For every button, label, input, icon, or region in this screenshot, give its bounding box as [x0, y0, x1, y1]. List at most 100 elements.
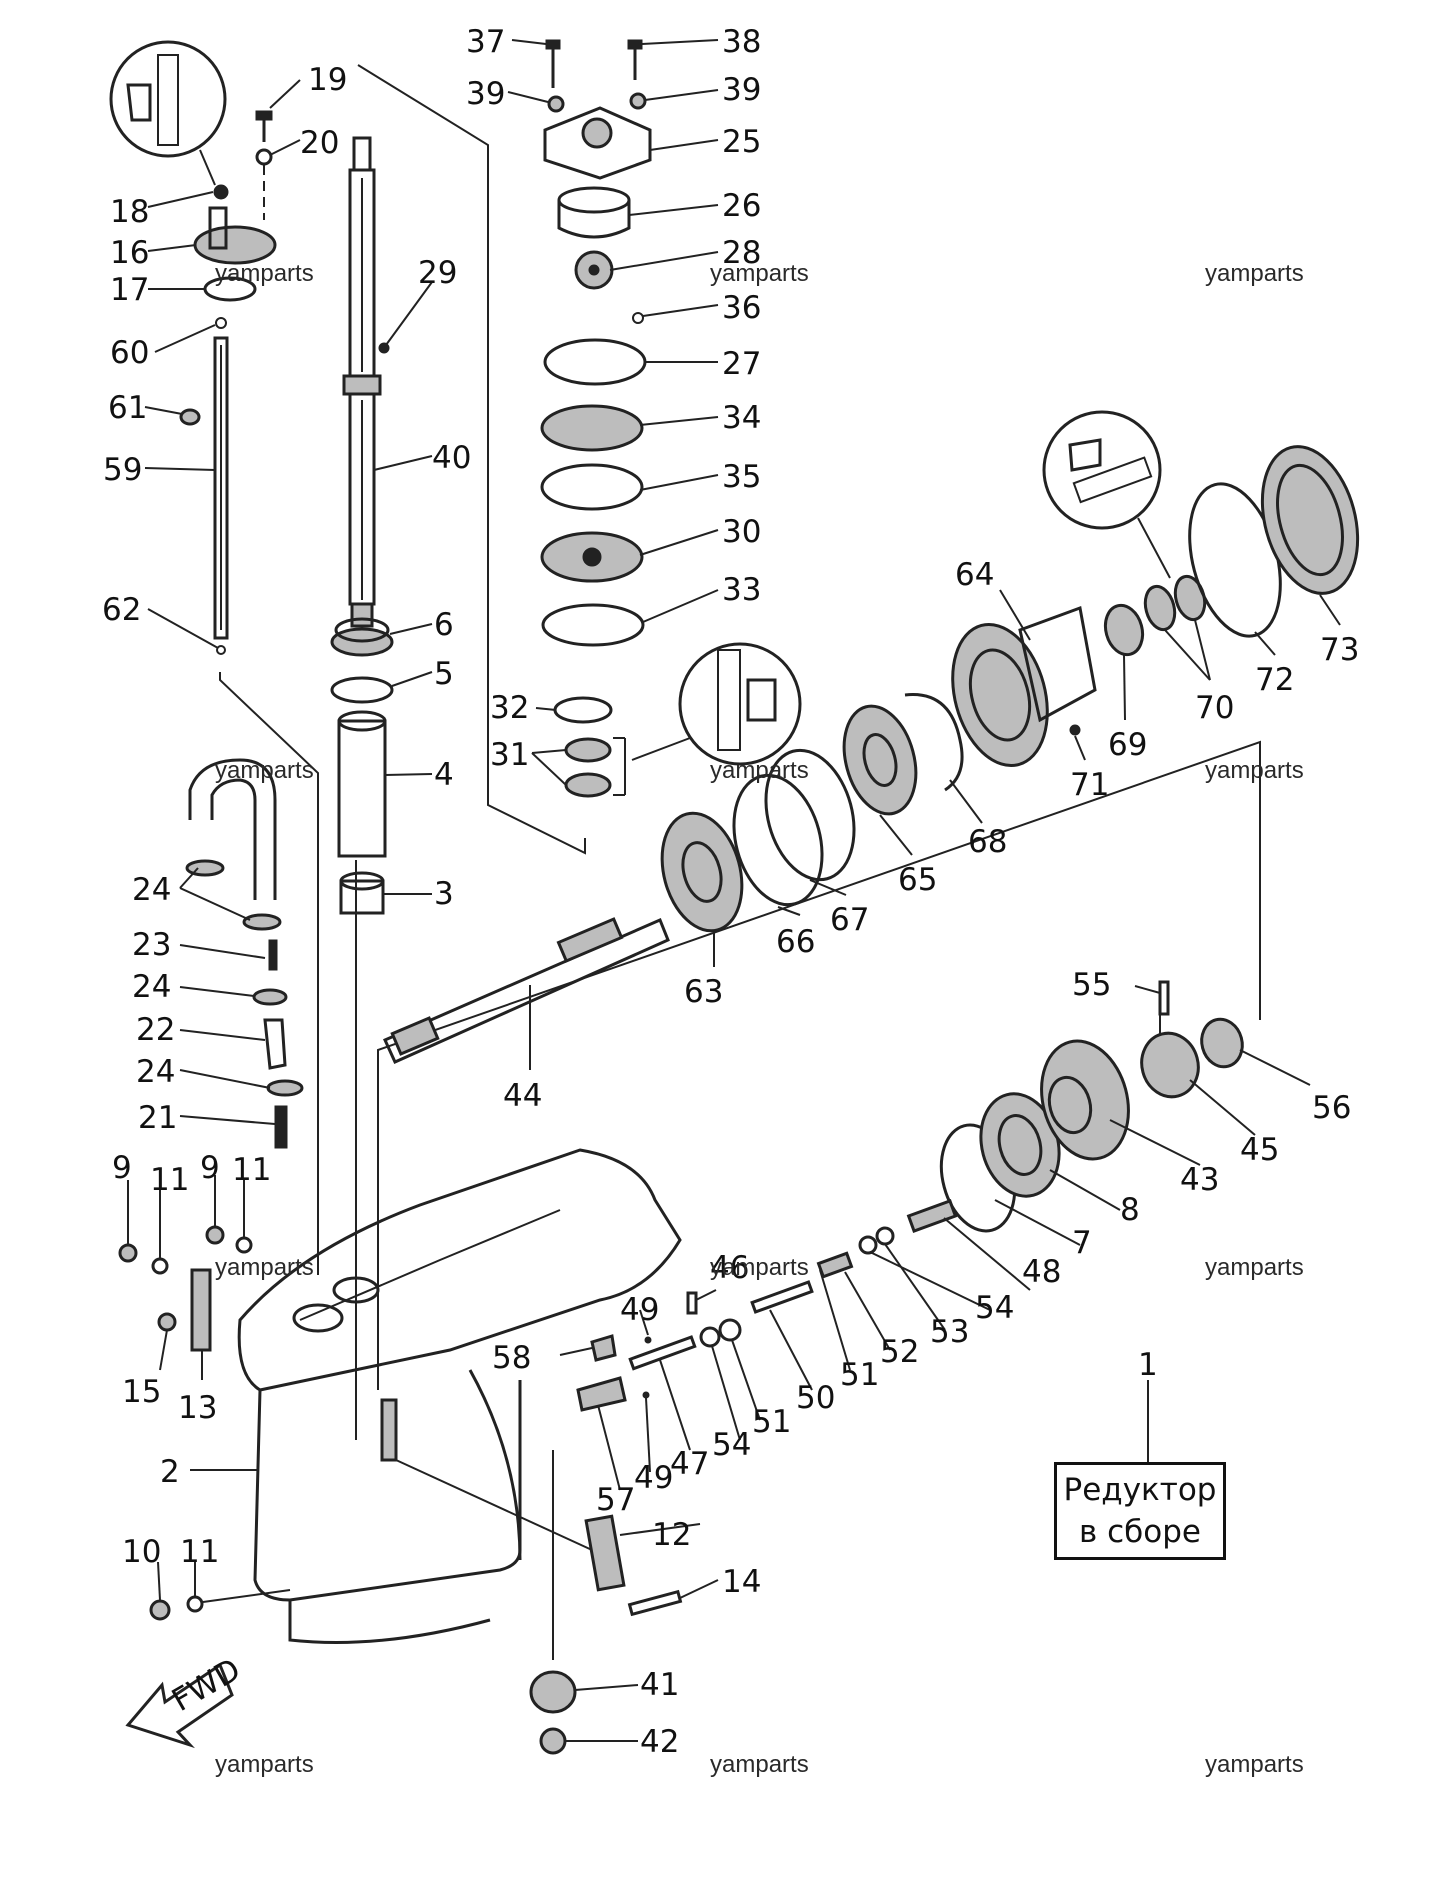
part-54-ball-b — [699, 1326, 721, 1348]
label-56: 56 — [1312, 1090, 1351, 1126]
label-15: 15 — [122, 1374, 161, 1410]
label-47: 47 — [670, 1446, 709, 1482]
part-49-pin-a — [644, 1336, 652, 1344]
part-32-oring — [553, 696, 613, 724]
part-31-seals — [564, 737, 612, 798]
part-22-grommet — [263, 1018, 287, 1070]
part-16-bracket — [193, 184, 277, 265]
watermark-5: yamparts — [710, 757, 809, 784]
part-39-washer-a — [547, 95, 565, 113]
label-24b: 24 — [132, 969, 171, 1005]
part-26-liner — [557, 186, 631, 239]
label-24a: 24 — [132, 872, 171, 908]
part-53-ball — [875, 1226, 895, 1246]
part-15-screw — [157, 1312, 177, 1332]
fwd-direction-arrow: FWD — [125, 1652, 247, 1749]
part-56-spring — [1200, 1017, 1244, 1069]
part-59-shift-rod — [213, 336, 229, 640]
part-24-clamp-b — [242, 913, 282, 931]
label-44: 44 — [503, 1078, 542, 1114]
leader-lines — [127, 39, 1341, 1742]
label-16: 16 — [110, 235, 149, 271]
part-25-pump-housing — [543, 106, 652, 180]
label-23: 23 — [132, 927, 171, 963]
label-71: 71 — [1070, 767, 1109, 803]
label-37: 37 — [466, 24, 505, 60]
watermark-1: yamparts — [215, 260, 314, 287]
label-42: 42 — [640, 1724, 679, 1760]
detail-bubble-70 — [1042, 410, 1171, 579]
part-4-sleeve — [337, 710, 387, 858]
label-58: 58 — [492, 1340, 531, 1376]
part-water-hose — [188, 758, 277, 900]
assembly-guide-lines — [219, 64, 1261, 1660]
label-28: 28 — [722, 235, 761, 271]
part-73-ring-nut — [1260, 445, 1360, 595]
part-46-pin — [686, 1291, 698, 1315]
part-71-pin — [1069, 724, 1081, 736]
label-68: 68 — [968, 824, 1007, 860]
detail-bubble-seal — [631, 642, 802, 766]
label-38: 38 — [722, 24, 761, 60]
part-29-key — [378, 342, 390, 354]
part-43-gear — [1040, 1039, 1130, 1161]
part-48-spring — [906, 1199, 958, 1233]
part-51-ball — [718, 1318, 742, 1342]
label-73: 73 — [1320, 632, 1359, 668]
part-35-gasket — [540, 463, 644, 511]
part-13-plate — [190, 1268, 212, 1352]
label-36: 36 — [722, 290, 761, 326]
part-63-gear — [660, 811, 744, 933]
label-45: 45 — [1240, 1132, 1279, 1168]
watermark-7: yamparts — [215, 1254, 314, 1281]
watermark-8: yamparts — [710, 1254, 809, 1281]
part-30-pump-case — [540, 531, 644, 583]
label-2: 2 — [160, 1454, 180, 1490]
part-37-bolt — [545, 39, 561, 88]
part-2-lower-casing — [237, 1148, 682, 1644]
part-68-circlip — [904, 693, 964, 792]
part-14-bolt — [627, 1589, 683, 1617]
label-3: 3 — [434, 876, 454, 912]
watermark-2: yamparts — [710, 260, 809, 287]
watermark-11: yamparts — [710, 1751, 809, 1778]
part-40-drive-shaft — [342, 136, 382, 628]
label-18: 18 — [110, 194, 149, 230]
label-66: 66 — [776, 924, 815, 960]
label-6: 6 — [434, 607, 454, 643]
assembly-label-box: Редуктор в сборе — [1054, 1462, 1226, 1560]
part-27-gasket — [543, 338, 647, 386]
part-10-plug — [149, 1599, 171, 1621]
label-8: 8 — [1120, 1192, 1140, 1228]
label-26: 26 — [722, 188, 761, 224]
watermark-6: yamparts — [1205, 757, 1304, 784]
part-61-grommet — [179, 408, 201, 426]
label-39b: 39 — [722, 72, 761, 108]
label-29: 29 — [418, 255, 457, 291]
label-64: 64 — [955, 557, 994, 593]
part-19-screw — [255, 110, 273, 142]
label-10: 10 — [122, 1534, 161, 1570]
detail-bubble-top-left — [109, 40, 227, 186]
part-12-anode — [584, 1514, 626, 1592]
part-3-bushing — [339, 871, 385, 915]
part-28-impeller — [574, 250, 614, 290]
label-7: 7 — [1072, 1225, 1092, 1261]
part-66-shim — [732, 773, 824, 907]
part-64-bearing-housing — [951, 605, 1097, 768]
label-17: 17 — [110, 272, 149, 308]
watermark-9: yamparts — [1205, 1254, 1304, 1281]
label-51a: 51 — [752, 1404, 791, 1440]
label-49b: 49 — [634, 1460, 673, 1496]
label-31: 31 — [490, 737, 529, 773]
label-43: 43 — [1180, 1162, 1219, 1198]
part-47-rod — [628, 1335, 697, 1371]
part-44-propeller-shaft — [383, 917, 670, 1064]
part-60-clip — [215, 317, 227, 329]
label-25: 25 — [722, 124, 761, 160]
label-62: 62 — [102, 592, 141, 628]
label-9a: 9 — [112, 1150, 132, 1186]
label-69: 69 — [1108, 727, 1147, 763]
label-55: 55 — [1072, 967, 1111, 1003]
